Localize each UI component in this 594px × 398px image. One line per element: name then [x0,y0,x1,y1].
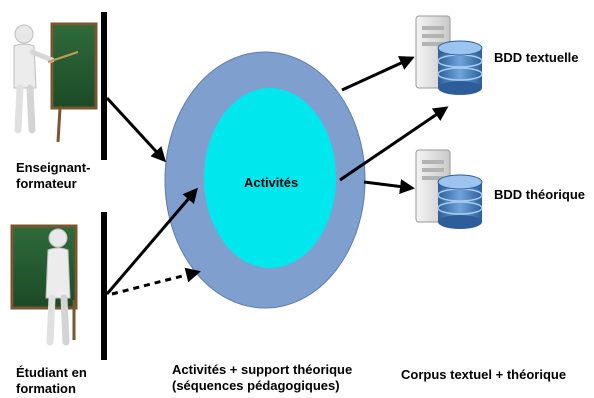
arrow-to-bdd-textuelle [341,56,415,92]
arrow-to-bdd-theorique [363,179,415,194]
teacher-at-board-icon [13,22,98,143]
student-label-line1: Étudiant en [16,365,87,380]
activites-center-label: Activités [244,175,299,190]
activities-caption-line1: Activités + support théorique [172,362,353,377]
student-arrow [105,187,198,295]
teacher-separator-bar [101,12,107,160]
student-label-line2: formation [16,381,76,396]
inner-ring [204,88,336,268]
corpus-caption: Corpus textuel + théorique [401,367,567,382]
student-separator-bar [101,212,107,360]
teacher-arrow [105,96,167,163]
database-server-icon [415,15,483,95]
student-label: Étudiant en formation [16,365,87,397]
student-at-board-icon [10,224,78,346]
bdd-theorique-label: BDD théorique [494,187,585,202]
database-server-icon [415,149,483,229]
teacher-label: Enseignant- formateur [16,160,90,192]
arrow-activites-to-right [339,106,449,182]
teacher-label-line2: formateur [16,176,77,191]
student-dashed-arrow [111,267,201,296]
bdd-textuelle-label: BDD textuelle [494,50,579,65]
activities-caption-line2: (séquences pédagogiques) [172,378,340,393]
activities-caption: Activités + support théorique (séquences… [172,362,352,394]
teacher-label-line1: Enseignant- [16,160,91,175]
